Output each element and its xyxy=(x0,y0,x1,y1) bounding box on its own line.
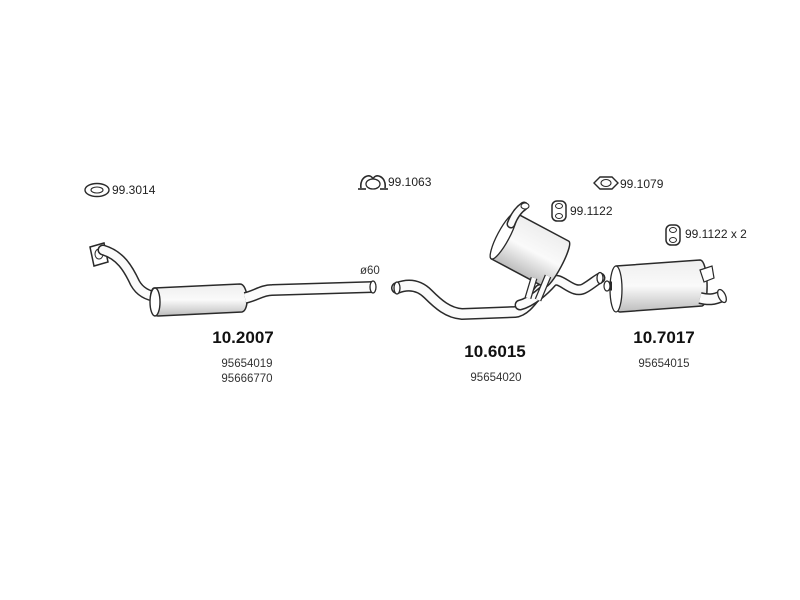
part-code-99-1079: 99.1079 xyxy=(620,177,664,191)
intermediate-pipe-with-muffler xyxy=(391,201,606,321)
oem-code-3: 95654015 xyxy=(638,358,690,370)
part-code-99-1122: 99.1122 xyxy=(570,204,613,218)
oem-code-1b: 95666770 xyxy=(221,373,273,385)
part-code-99-3014: 99.3014 xyxy=(112,183,156,197)
pipe-clamp-icon xyxy=(358,175,388,190)
part-code-99-1122-x2: 99.1122 x 2 xyxy=(685,227,747,241)
section-code-1: 10.2007 xyxy=(212,328,274,347)
gasket-ring-icon xyxy=(84,182,110,198)
front-pipe-with-muffler xyxy=(89,242,377,317)
section-code-3: 10.7017 xyxy=(633,328,695,347)
rear-muffler xyxy=(603,259,727,313)
flange-gasket-icon xyxy=(593,176,619,190)
part-code-99-1063: 99.1063 xyxy=(388,175,432,189)
rubber-hanger-icon xyxy=(551,200,567,222)
rubber-hanger-icon-2 xyxy=(665,224,681,246)
oem-code-1a: 95654019 xyxy=(221,358,273,370)
pipe-diameter-label: ø60 xyxy=(360,265,380,277)
section-code-2: 10.6015 xyxy=(464,342,526,361)
oem-code-2: 95654020 xyxy=(470,372,522,384)
